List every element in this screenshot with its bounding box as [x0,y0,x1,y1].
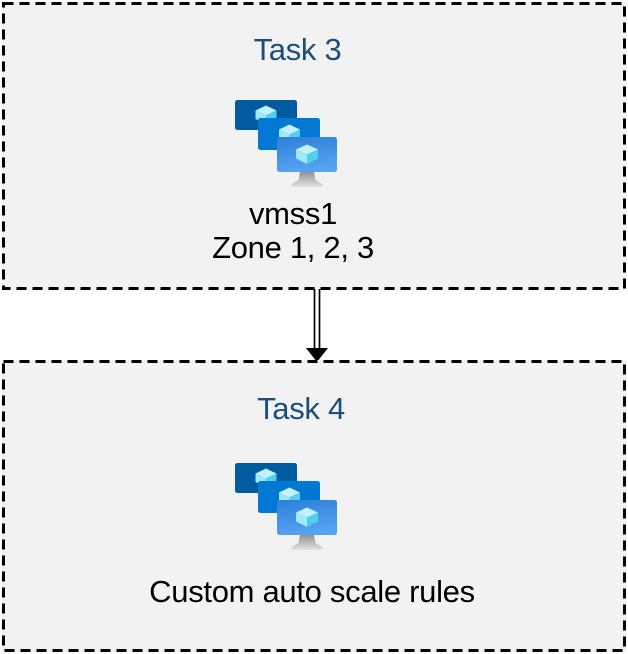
vmss-name-text: vmss1 [248,196,338,231]
down-arrow-connector [306,289,328,362]
task3-box: Task 3 [2,2,626,290]
vmss-zones-text: Zone 1, 2, 3 [212,230,374,265]
task3-title: Task 3 [253,32,342,67]
task4-label: Custom auto scale rules [2,575,622,609]
autoscale-rules-text: Custom auto scale rules [149,574,475,609]
task3-label: vmss1 Zone 1, 2, 3 [2,197,584,265]
vm-scale-sets-icon [233,460,337,562]
task4-title: Task 4 [257,391,345,426]
cube-front [296,144,318,164]
vm-scale-sets-icon [233,97,337,199]
task4-box: Task 4 [2,360,626,652]
cube-front [296,507,318,527]
